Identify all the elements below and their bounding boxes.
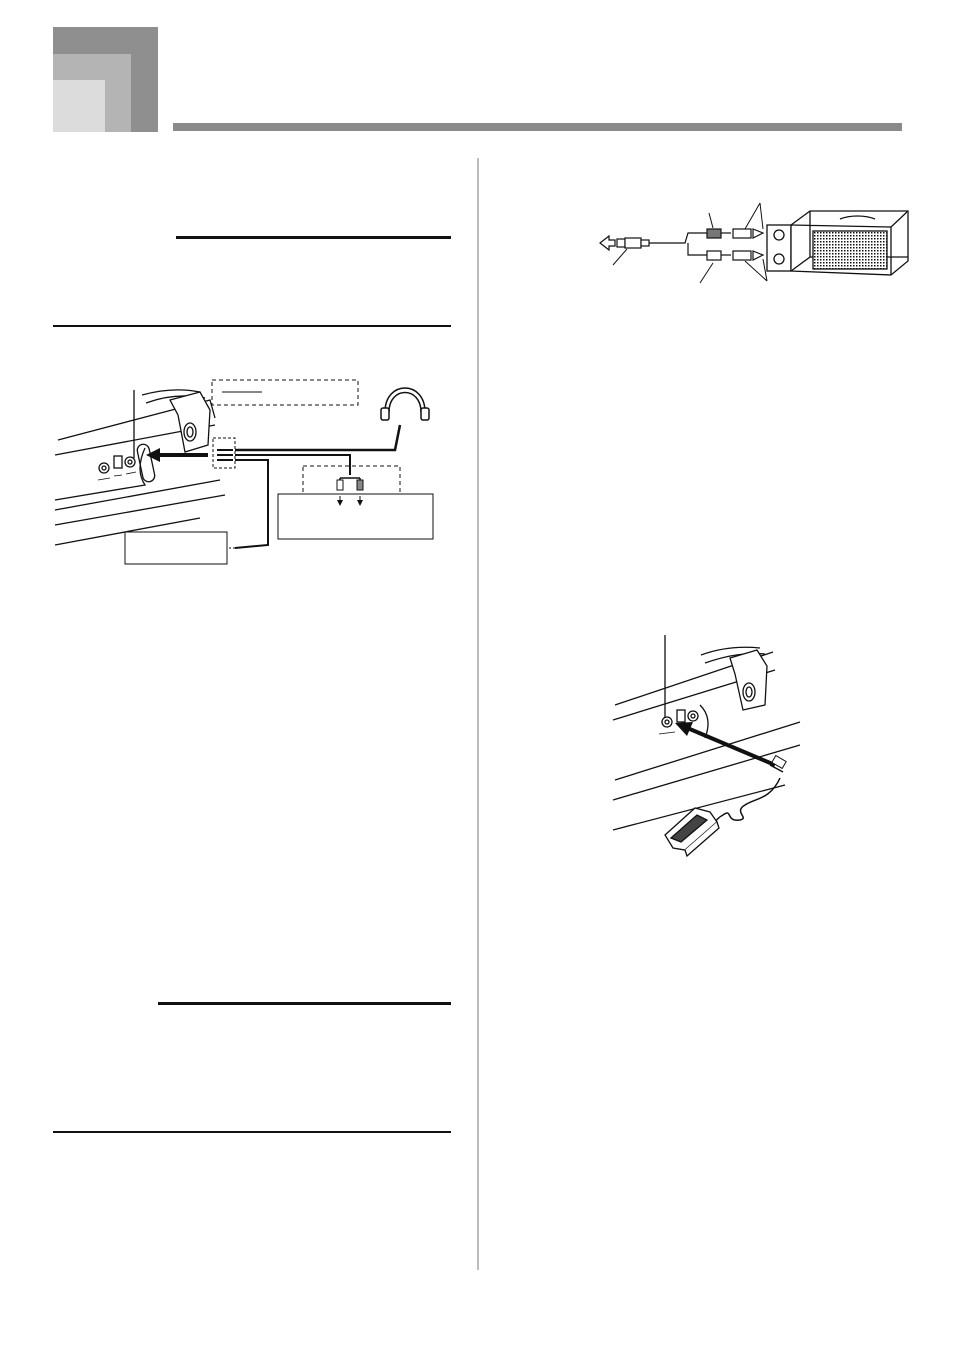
header-tab-inner: [53, 80, 105, 132]
keyboard-rear-panel-icon: [54, 389, 226, 546]
connection-arrow-icon: [675, 722, 776, 767]
label-box-dashed: [211, 379, 359, 406]
stereo-plug-icon: [212, 437, 236, 469]
standard-plug-icon: [616, 237, 650, 249]
sustain-pedal-diagram: [612, 635, 801, 858]
section-rule-2: [53, 325, 451, 327]
sustain-pedal-icon: [664, 807, 720, 858]
header-rule: [173, 123, 902, 131]
phones-output-diagram: [54, 379, 434, 565]
keyboard-rear-panel-icon: [612, 646, 801, 831]
amplifier-box: [124, 531, 228, 565]
audio-device-box: [277, 493, 434, 540]
amplifier-diagram: [599, 202, 909, 284]
column-divider: [477, 158, 479, 1270]
arrow-icon: [599, 234, 616, 252]
connection-arrow-icon: [146, 448, 208, 462]
section-rule-1: [176, 236, 451, 239]
guitar-amplifier-icon: [766, 210, 909, 276]
section-rule-4: [53, 1131, 451, 1133]
headphones-icon: [380, 387, 430, 421]
section-rule-3: [158, 1002, 451, 1005]
pin-plug-icon: [706, 228, 765, 261]
